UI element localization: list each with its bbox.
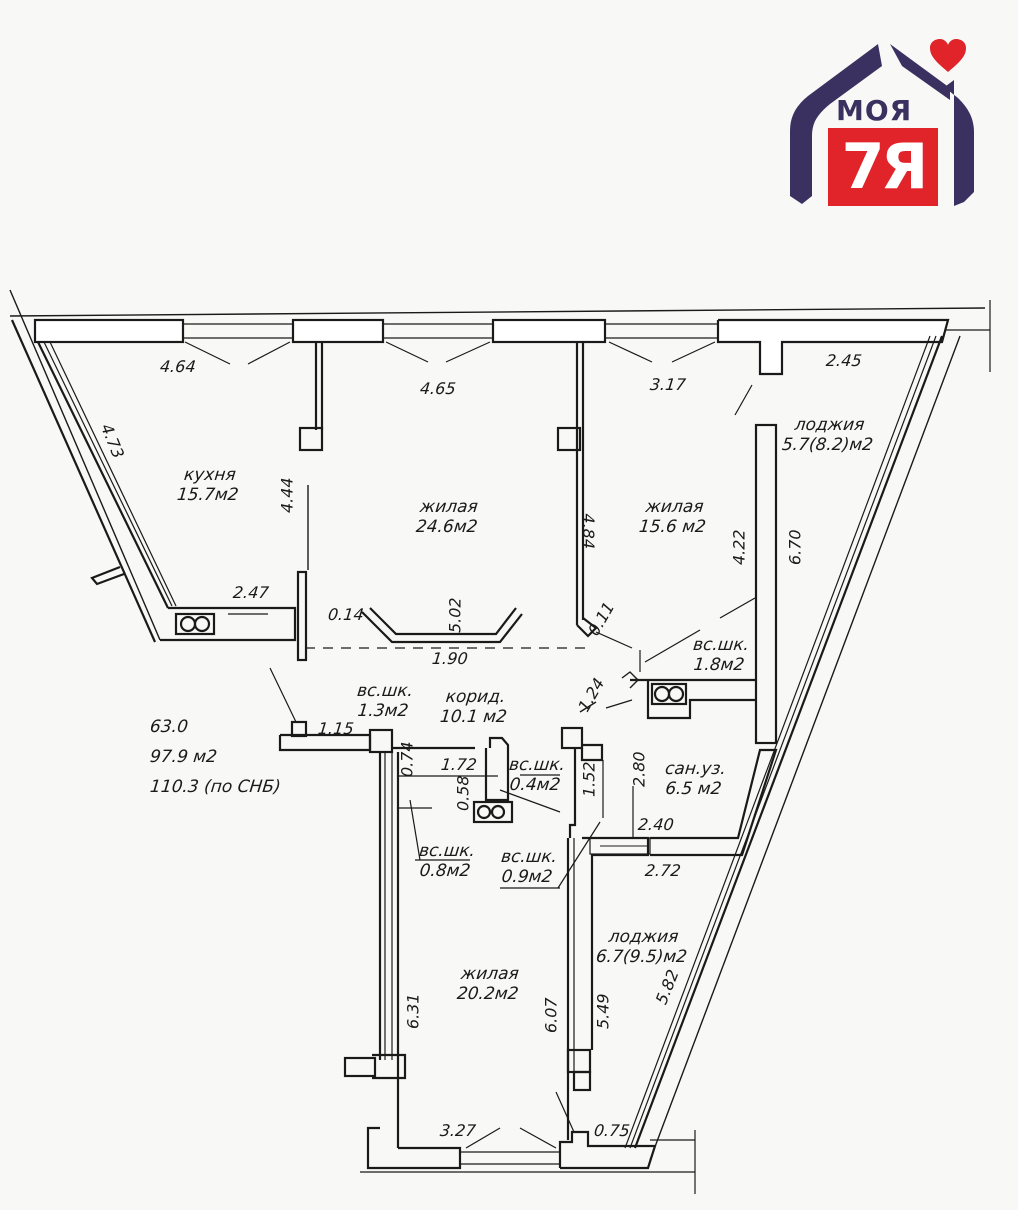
- dim-label: 5.02: [445, 597, 465, 634]
- room-living-1: жилая 24.6м2: [415, 497, 481, 537]
- dim-label: 1.52: [579, 761, 599, 798]
- room-living-1-area: 24.6м2: [415, 516, 479, 537]
- room-corridor-area: 10.1 м2: [439, 706, 509, 727]
- room-closet-4-name: вс.шк.: [418, 841, 477, 861]
- room-loggia-2: лоджия 6.7(9.5)м2: [595, 927, 690, 967]
- room-closet-3: вс.шк. 0.4м2: [506, 755, 567, 795]
- room-closet-4-area: 0.8м2: [418, 860, 472, 881]
- room-closet-3-name: вс.шк.: [508, 755, 567, 775]
- dim-label: 6.31: [403, 993, 423, 1030]
- dim-label: 2.45: [825, 351, 863, 370]
- room-closet-2: вс.шк. 1.3м2: [354, 681, 415, 721]
- house-roof-hands-icon: [790, 44, 974, 206]
- dim-label: 6.07: [541, 997, 561, 1034]
- living-area-total: 63.0: [149, 717, 189, 737]
- dim-label: 4.22: [729, 529, 749, 566]
- dim-label: 0.58: [453, 775, 473, 812]
- logo-text-moya: МОЯ: [836, 94, 913, 127]
- dim-label: 0.74: [397, 741, 417, 778]
- room-bathroom-area: 6.5 м2: [664, 778, 723, 799]
- dim-label: 3.27: [439, 1121, 477, 1140]
- room-loggia-1: лоджия 5.7(8.2)м2: [781, 415, 876, 455]
- dim-label: 3.17: [649, 375, 687, 394]
- room-kitchen-name: кухня: [182, 465, 237, 485]
- logo-text-7ya: 7Я: [828, 128, 938, 206]
- room-living-3-name: жилая: [459, 964, 520, 984]
- dim-label: 2.40: [637, 815, 675, 834]
- brand-logo: МОЯ 7Я: [778, 36, 990, 208]
- dim-label: 4.44: [277, 477, 297, 514]
- room-closet-1-area: 1.8м2: [692, 654, 746, 675]
- dim-label: 0.14: [327, 605, 365, 624]
- room-closet-1: вс.шк. 1.8м2: [690, 635, 751, 675]
- total-area-snb: 110.3 (по СНБ): [149, 777, 282, 797]
- room-living-2-area: 15.6 м2: [638, 516, 708, 537]
- dim-label: 2.80: [629, 751, 649, 788]
- room-corridor-name: корид.: [444, 687, 507, 707]
- dim-label: 1.90: [431, 649, 469, 668]
- dim-label: 5.49: [593, 993, 613, 1030]
- room-kitchen-area: 15.7м2: [176, 484, 240, 505]
- room-closet-5-area: 0.9м2: [500, 866, 554, 887]
- room-loggia-2-name: лоджия: [607, 927, 680, 947]
- dim-label: 1.72: [440, 755, 478, 774]
- room-bathroom: сан.уз. 6.5 м2: [662, 759, 727, 799]
- room-loggia-2-area: 6.7(9.5)м2: [595, 946, 689, 967]
- room-living-2: жилая 15.6 м2: [638, 497, 709, 537]
- room-closet-5: вс.шк. 0.9м2: [498, 847, 559, 887]
- room-corridor: корид. 10.1 м2: [439, 687, 510, 727]
- dim-label: 0.75: [593, 1121, 631, 1140]
- room-bathroom-name: сан.уз.: [664, 759, 727, 779]
- room-closet-2-area: 1.3м2: [356, 700, 410, 721]
- room-closet-1-name: вс.шк.: [692, 635, 751, 655]
- room-closet-4: вс.шк. 0.8м2: [416, 841, 477, 881]
- dim-label: 4.64: [159, 357, 197, 376]
- dim-label: 2.72: [644, 861, 682, 880]
- room-closet-5-name: вс.шк.: [500, 847, 559, 867]
- room-living-2-name: жилая: [644, 497, 705, 517]
- dim-label: 4.65: [419, 379, 457, 398]
- room-loggia-1-area: 5.7(8.2)м2: [781, 434, 875, 455]
- room-living-3-area: 20.2м2: [456, 983, 520, 1004]
- room-closet-2-name: вс.шк.: [356, 681, 415, 701]
- dim-label: 1.15: [317, 719, 355, 738]
- dim-label: 6.70: [785, 529, 805, 566]
- room-kitchen: кухня 15.7м2: [176, 465, 242, 505]
- total-area: 97.9 м2: [149, 747, 219, 767]
- dim-label: 2.47: [232, 583, 270, 602]
- dim-label: 4.84: [579, 513, 599, 550]
- room-living-3: жилая 20.2м2: [456, 964, 522, 1004]
- room-loggia-1-name: лоджия: [793, 415, 866, 435]
- room-closet-3-area: 0.4м2: [508, 774, 562, 795]
- room-living-1-name: жилая: [418, 497, 479, 517]
- heart-icon: [930, 39, 966, 72]
